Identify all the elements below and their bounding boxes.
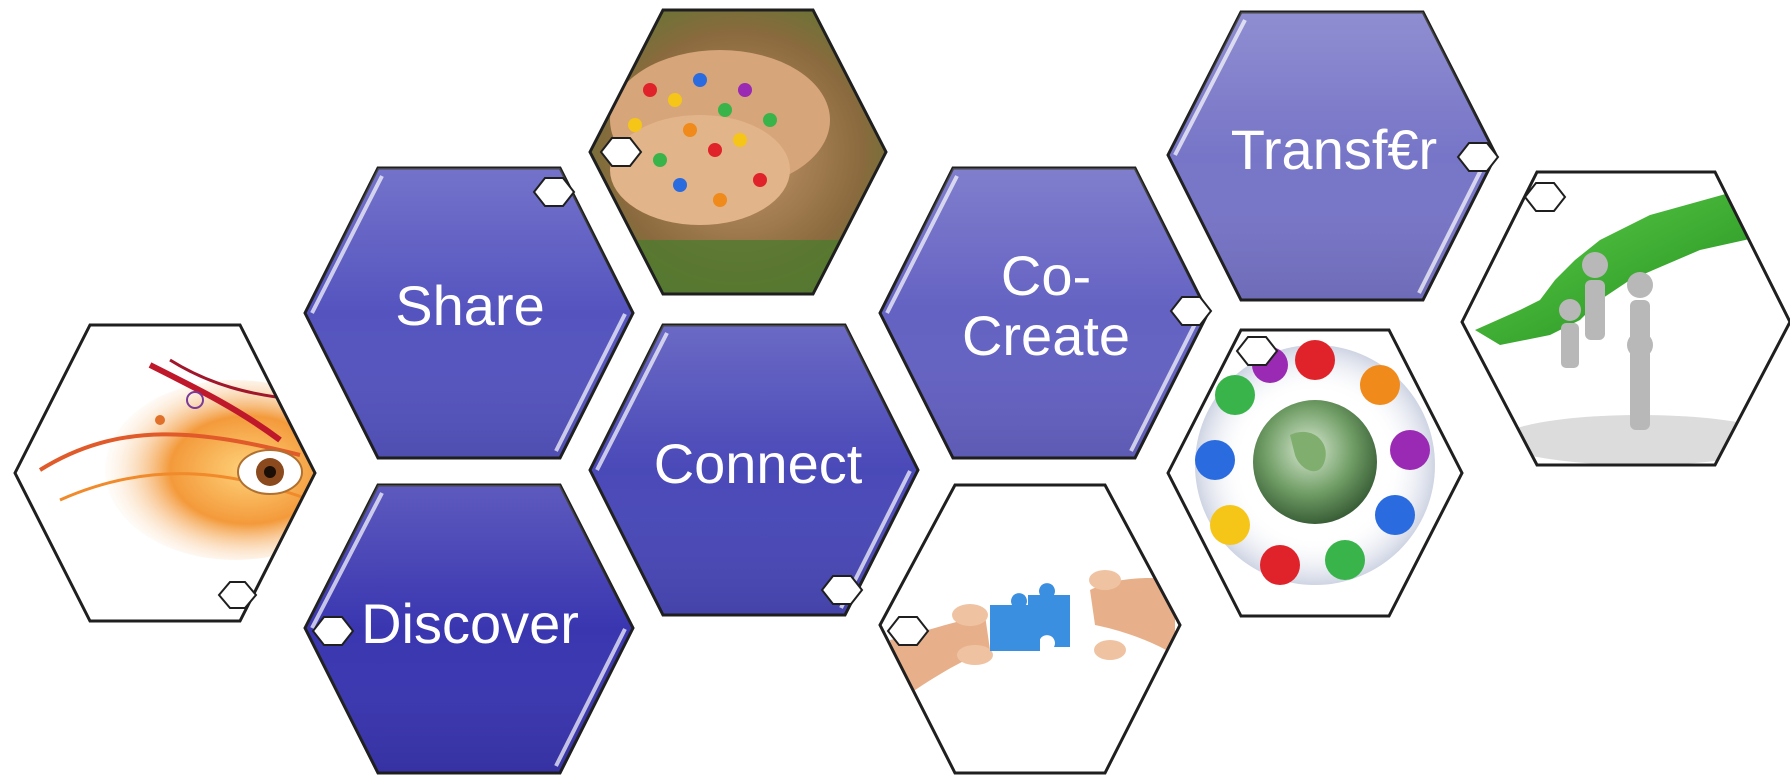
- hexagon-badge-icon: [1456, 142, 1500, 172]
- eye-art-hexagon: [13, 323, 317, 623]
- co-create-label-line2: Create: [962, 304, 1130, 367]
- puzzle-hexagon-outline: [878, 483, 1182, 775]
- hexagon-badge-icon: [820, 575, 864, 605]
- hexagon-badge-icon: [311, 616, 355, 646]
- discover-hexagon[interactable]: Discover: [303, 483, 635, 775]
- discover-label: Discover: [361, 592, 579, 655]
- hexagon-badge-icon: [217, 581, 258, 609]
- globe-people-hexagon: [1166, 328, 1464, 618]
- arrow-hexagon-outline: [1460, 170, 1790, 467]
- hexagon-badge-icon: [599, 137, 643, 167]
- hexagon-badge-icon: [1523, 182, 1567, 212]
- hexagon-badge-icon: [1169, 296, 1213, 326]
- transfer-hexagon[interactable]: Transf€r: [1166, 10, 1500, 302]
- hexagon-badge-icon: [886, 616, 930, 646]
- connect-label: Connect: [654, 432, 863, 495]
- hexagon-badge-icon: [532, 177, 576, 207]
- hexagon-badge-icon: [1235, 336, 1279, 366]
- green-arrow-hexagon: [1460, 170, 1790, 467]
- globe-hexagon-outline: [1166, 328, 1464, 618]
- candy-hexagon-outline: [588, 8, 888, 296]
- eye-hexagon-outline: [13, 323, 317, 623]
- share-label: Share: [395, 274, 544, 337]
- share-hexagon[interactable]: Share: [303, 166, 635, 460]
- co-create-hexagon[interactable]: Co- Create: [878, 166, 1213, 460]
- co-create-label-line1: Co-: [1001, 244, 1091, 307]
- transfer-label: Transf€r: [1231, 118, 1437, 181]
- candy-hands-hexagon: [588, 8, 888, 296]
- puzzle-hands-hexagon: [878, 483, 1182, 775]
- connect-hexagon[interactable]: Connect: [588, 323, 920, 617]
